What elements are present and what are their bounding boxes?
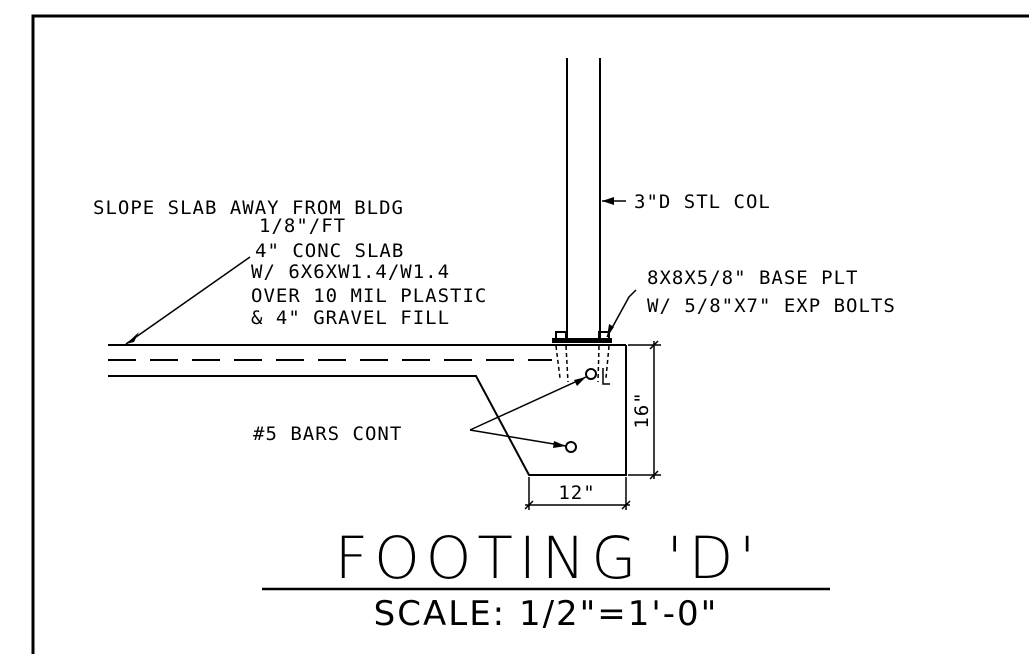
- sheet-border: [31, 14, 1029, 654]
- bars-note: #5 BARS CONT: [253, 423, 402, 445]
- bars-leader-bottom: [469, 429, 567, 447]
- width-dimension: [524, 477, 631, 510]
- bolt-nut-right: [598, 331, 610, 340]
- bolt-nut-left: [555, 331, 567, 340]
- slab-note-leader: [125, 256, 251, 345]
- slope-note-line1: SLOPE SLAB AWAY FROM BLDG: [93, 197, 404, 219]
- height-dimension-label: 16": [631, 391, 653, 428]
- slab-note-leader-arrow: [126, 332, 139, 344]
- anchor-bolts: [555, 345, 610, 383]
- bars-leader-bottom-arrow: [553, 441, 566, 448]
- height-dimension: [628, 340, 661, 480]
- column-note: 3"D STL COL: [634, 191, 771, 213]
- rebar-bottom: [565, 441, 577, 453]
- slab-note-line3: OVER 10 MIL PLASTIC: [251, 285, 487, 307]
- base-plate-note-line1: 8X8X5/8" BASE PLT: [647, 267, 858, 289]
- footing-outline: [108, 345, 627, 476]
- base-plate: [552, 338, 612, 343]
- slope-note-line2: 1/8"/FT: [259, 215, 346, 237]
- rebar-top: [585, 368, 597, 380]
- drawing-scale: SCALE: 1/2"=1'-0": [374, 594, 719, 634]
- slab-note-line4: & 4" GRAVEL FILL: [251, 307, 450, 329]
- bars-leader-top-arrow: [574, 377, 586, 386]
- column-note-leader-arrow: [602, 197, 614, 205]
- anchor-bolt-hook: [602, 368, 610, 385]
- base-plate-note-line2: W/ 5/8"X7" EXP BOLTS: [647, 295, 896, 317]
- base-plate-note-leader: [606, 289, 637, 338]
- slab-note-line1: 4" CONC SLAB: [255, 240, 404, 262]
- drawing-title: FOOTING 'D': [335, 524, 762, 592]
- slab-note-line2: W/ 6X6XW1.4/W1.4: [251, 261, 450, 283]
- width-dimension-label: 12": [558, 482, 595, 504]
- bars-leader-top: [469, 376, 587, 431]
- base-plate-note-leader-arrow: [607, 324, 614, 337]
